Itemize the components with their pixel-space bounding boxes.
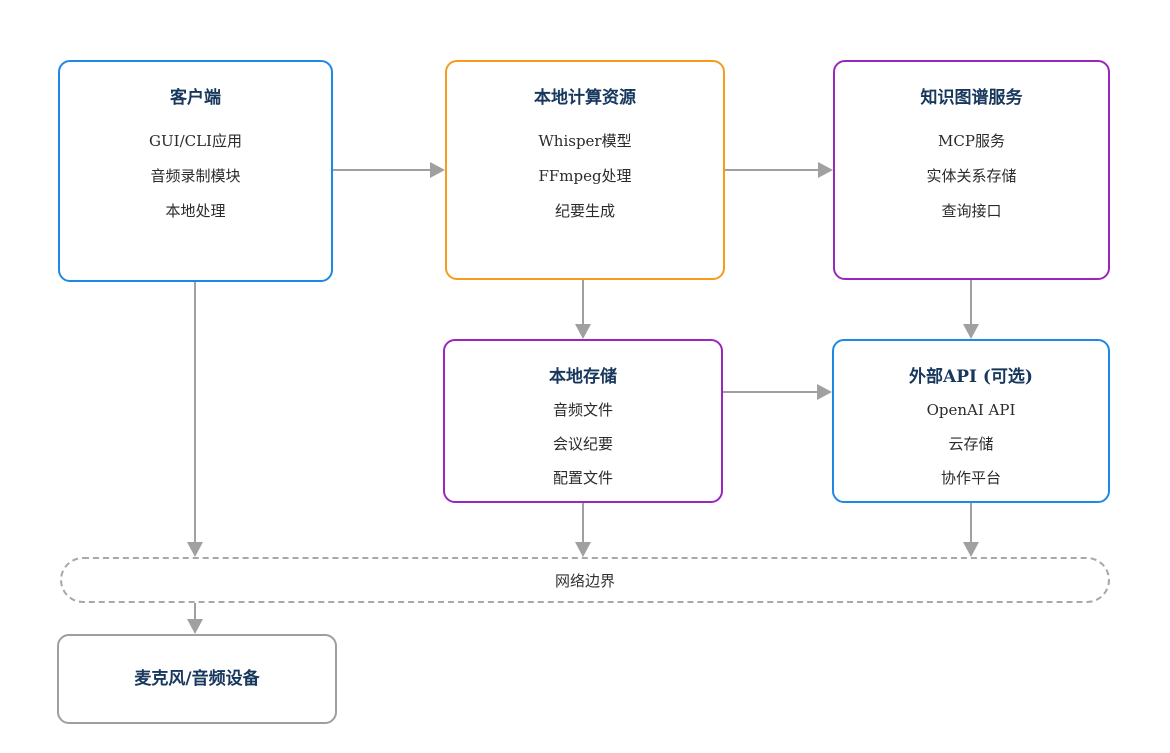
local-storage-box-item: 配置文件 [552, 469, 613, 487]
local-storage-box-title: 本地存储 [549, 367, 617, 387]
client-box: 客户端 GUI/CLI应用 音频录制模块 本地处理 [58, 60, 333, 282]
client-box-item: 音频录制模块 [150, 167, 241, 185]
local-storage-box-item: 会议纪要 [552, 435, 613, 453]
arrowhead-down-icon [187, 619, 203, 634]
microphone-box: 麦克风/音频设备 [57, 634, 337, 724]
external-api-box-item: OpenAI API [926, 401, 1016, 419]
local-compute-box: 本地计算资源 Whisper模型 FFmpeg处理 纪要生成 [445, 60, 725, 280]
arrow-line [333, 169, 432, 171]
arrowhead-right-icon [430, 162, 445, 178]
arrowhead-down-icon [575, 324, 591, 339]
arrow-line [194, 603, 196, 620]
arrowhead-down-icon [575, 542, 591, 557]
arrow-line [725, 169, 819, 171]
local-compute-box-title: 本地计算资源 [534, 88, 636, 108]
network-boundary-label: 网络边界 [554, 571, 615, 590]
local-storage-box-item: 音频文件 [552, 401, 613, 419]
client-box-title: 客户端 [170, 88, 221, 108]
external-api-box-title: 外部API (可选) [909, 367, 1033, 387]
arrowhead-down-icon [963, 542, 979, 557]
arrow-line [582, 280, 584, 325]
arrow-line [970, 280, 972, 325]
knowledge-graph-box: 知识图谱服务 MCP服务 实体关系存储 查询接口 [833, 60, 1110, 280]
knowledge-graph-box-item: 实体关系存储 [926, 167, 1017, 185]
arrow-line [970, 503, 972, 543]
knowledge-graph-box-item: MCP服务 [938, 132, 1005, 150]
local-compute-box-item: FFmpeg处理 [538, 167, 632, 185]
client-box-item: 本地处理 [165, 202, 226, 220]
local-storage-box: 本地存储 音频文件 会议纪要 配置文件 [443, 339, 723, 503]
arrow-line [194, 282, 196, 543]
arrowhead-right-icon [817, 384, 832, 400]
external-api-box-item: 云存储 [948, 435, 994, 453]
network-boundary-box: 网络边界 [60, 557, 1110, 603]
arrowhead-down-icon [187, 542, 203, 557]
knowledge-graph-box-item: 查询接口 [941, 202, 1002, 220]
arrow-line [723, 391, 818, 393]
knowledge-graph-box-title: 知识图谱服务 [920, 88, 1023, 108]
arrow-line [582, 503, 584, 543]
arrowhead-right-icon [818, 162, 833, 178]
local-compute-box-item: Whisper模型 [538, 132, 632, 150]
external-api-box-item: 协作平台 [940, 469, 1001, 487]
local-compute-box-item: 纪要生成 [554, 202, 615, 220]
microphone-box-title: 麦克风/音频设备 [134, 669, 260, 689]
client-box-item: GUI/CLI应用 [149, 132, 242, 150]
external-api-box: 外部API (可选) OpenAI API 云存储 协作平台 [832, 339, 1110, 503]
arrowhead-down-icon [963, 324, 979, 339]
